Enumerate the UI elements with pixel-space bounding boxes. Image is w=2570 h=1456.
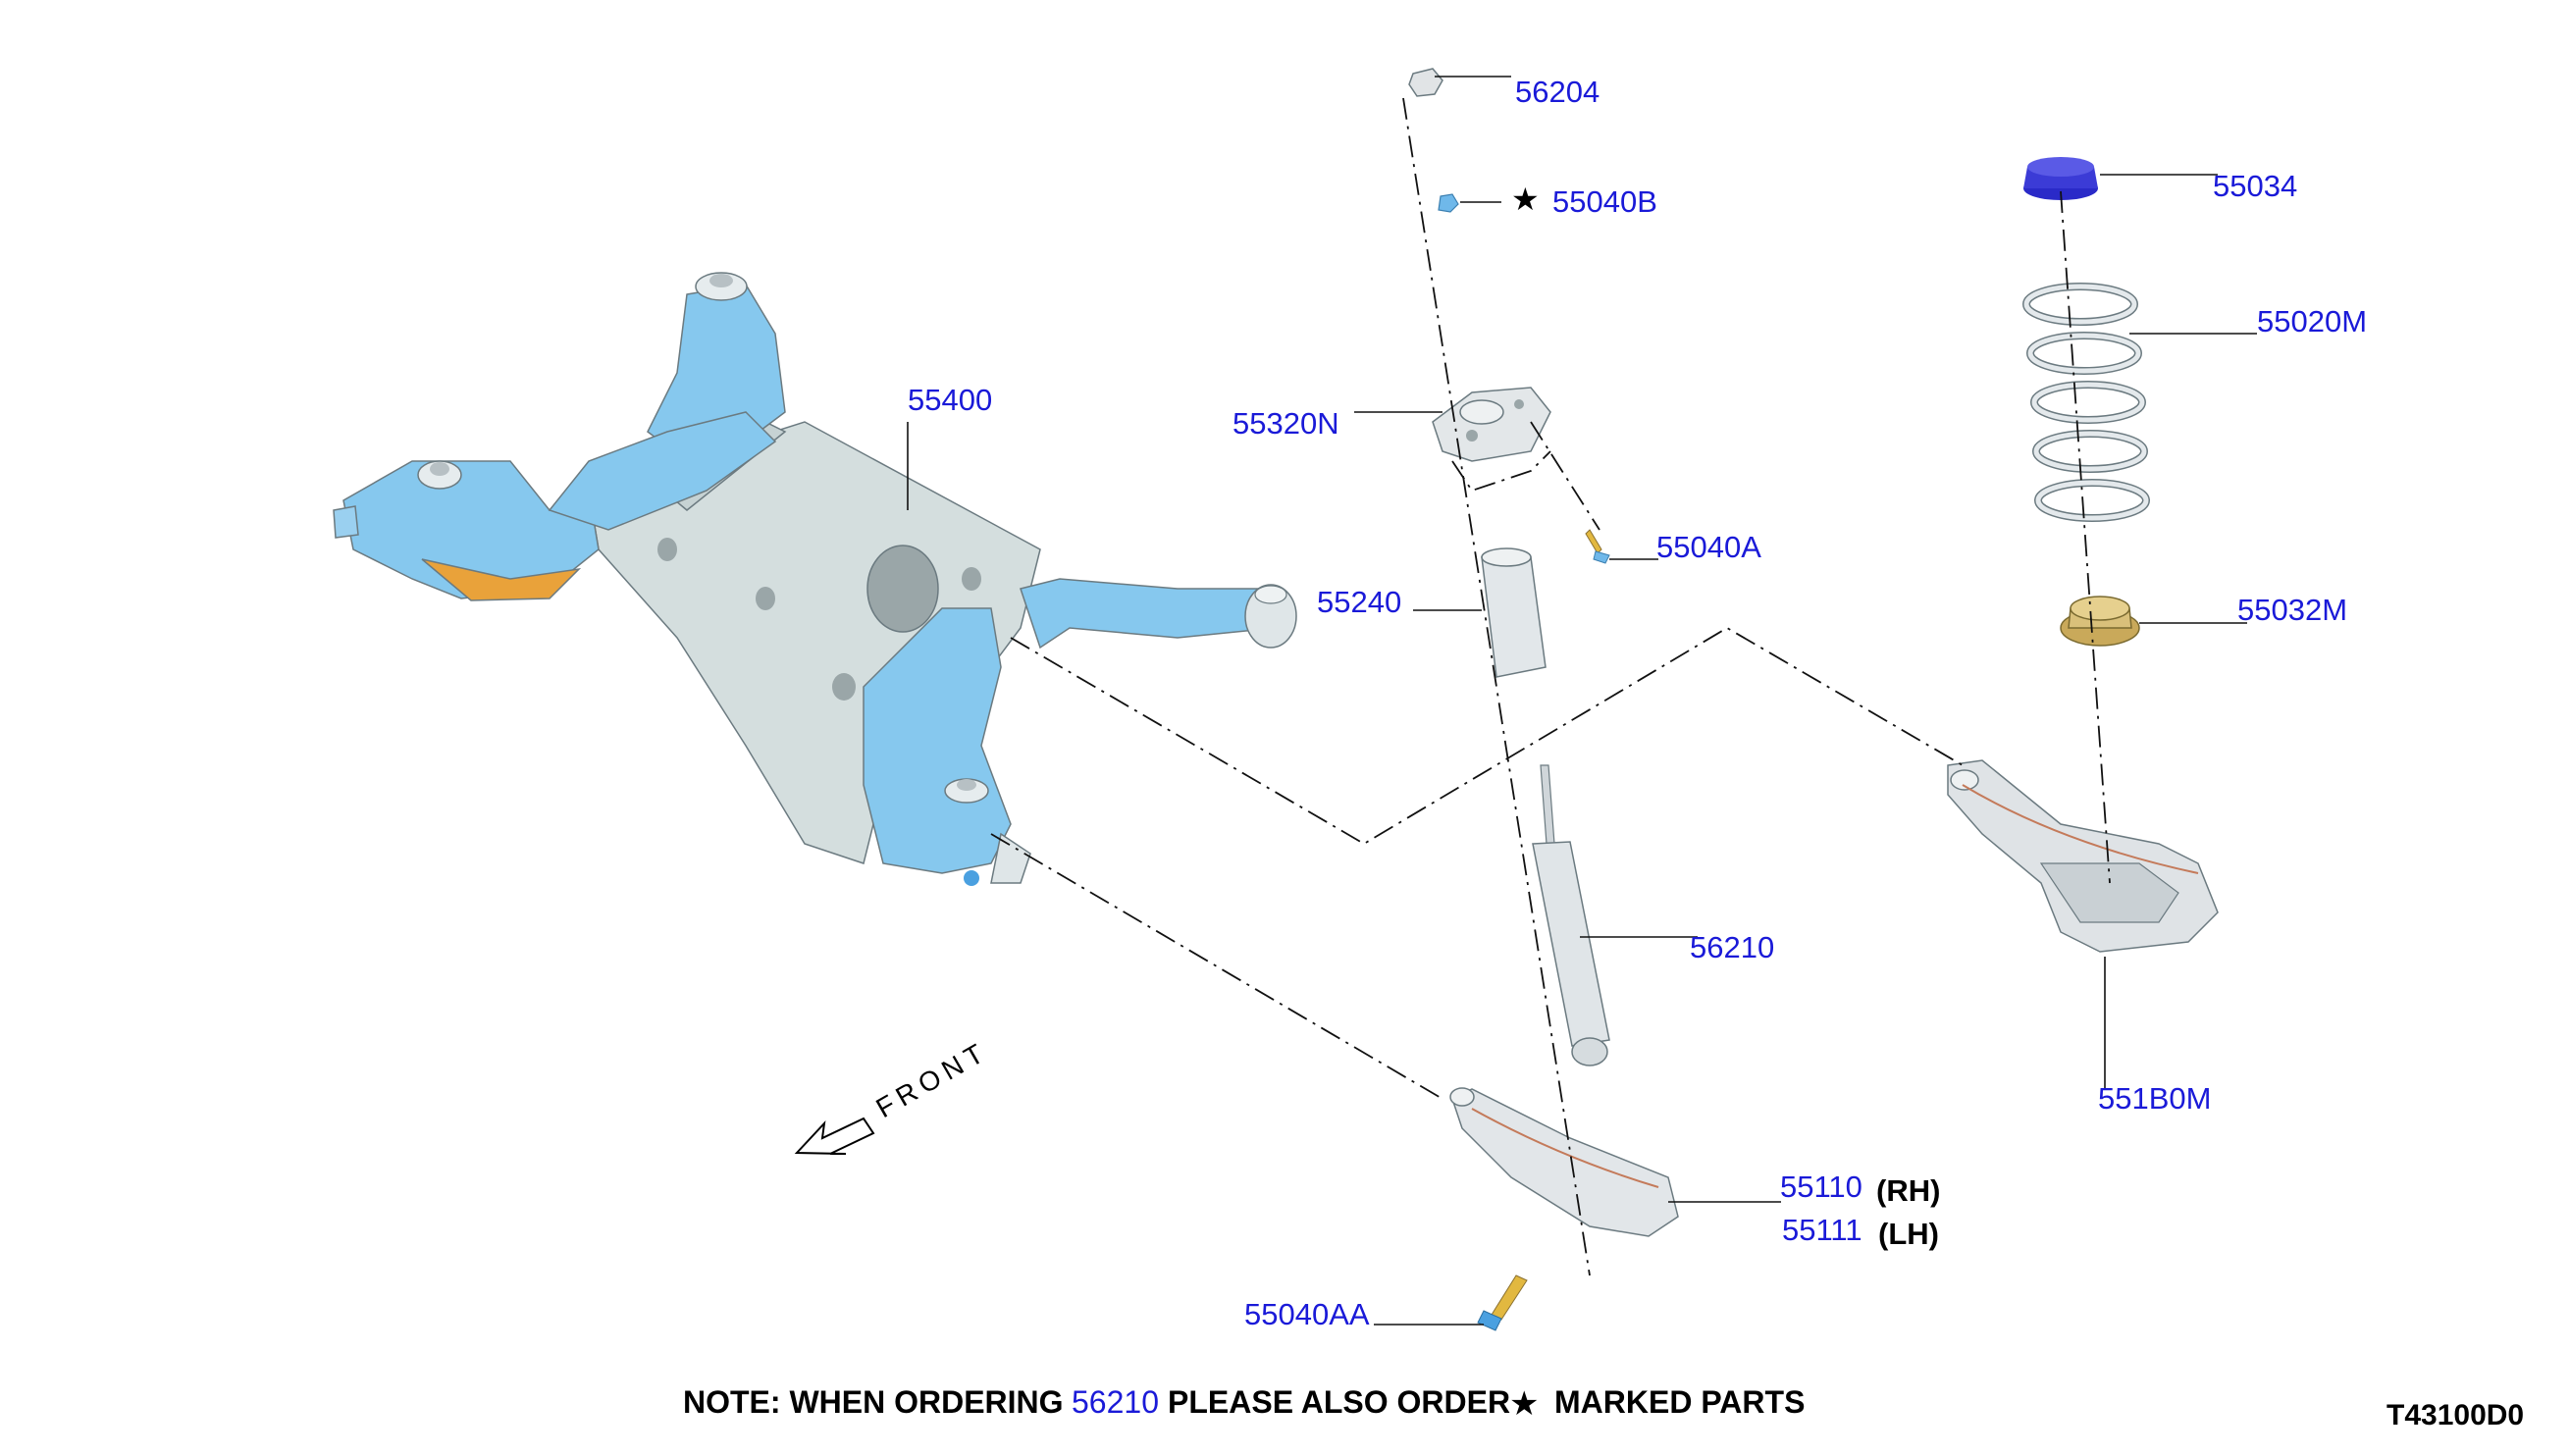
lateral-link-55110[interactable] <box>1449 1087 1679 1237</box>
spring-seat-55032M[interactable] <box>2060 596 2140 647</box>
coil-spring-55020M-face <box>2023 284 2149 521</box>
mounting-insulator-55320N[interactable] <box>1432 387 1551 462</box>
bolt-55040AA[interactable] <box>1477 1274 1528 1331</box>
drawing-code: T43100D0 <box>2386 1399 2524 1431</box>
label-56210[interactable]: 56210 <box>1690 930 1774 964</box>
label-551B0M[interactable]: 551B0M <box>2098 1081 2211 1116</box>
note-middle: PLEASE ALSO ORDER <box>1168 1384 1510 1420</box>
front-direction-indicator: FRONT <box>794 1035 994 1155</box>
label-55032M[interactable]: 55032M <box>2237 593 2347 627</box>
star-icon-55040B: ★ <box>1511 181 1540 218</box>
nut-56204[interactable] <box>1408 68 1443 97</box>
shock-absorber-56210[interactable] <box>1532 764 1610 1066</box>
label-55020M[interactable]: 55020M <box>2257 304 2367 338</box>
lower-arm-551B0M[interactable] <box>1947 759 2219 953</box>
label-55040A[interactable]: 55040A <box>1656 530 1761 564</box>
label-55040B[interactable]: 55040B <box>1552 184 1657 219</box>
label-55320N[interactable]: 55320N <box>1233 406 1339 441</box>
dust-boot-55240[interactable] <box>1481 547 1547 678</box>
label-55110[interactable]: 55110 <box>1780 1170 1862 1204</box>
note-suffix: MARKED PARTS <box>1554 1384 1805 1420</box>
label-lh: (LH) <box>1878 1217 1939 1251</box>
leader-lines <box>907 76 2257 1326</box>
bump-stop-55034[interactable] <box>2023 157 2098 200</box>
part-labels: 56204 ★ 55040B 55034 55020M 55400 55320N… <box>908 75 2367 1331</box>
label-56204[interactable]: 56204 <box>1515 75 1600 109</box>
label-rh: (RH) <box>1876 1173 1940 1208</box>
label-55111[interactable]: 55111 <box>1782 1213 1862 1247</box>
label-55400[interactable]: 55400 <box>908 383 992 417</box>
label-55040AA[interactable]: 55040AA <box>1244 1297 1370 1331</box>
order-note: NOTE: WHEN ORDERING 56210 PLEASE ALSO OR… <box>683 1384 1805 1424</box>
front-label: FRONT <box>871 1035 994 1123</box>
arrow-icon-front <box>794 1117 875 1155</box>
note-part[interactable]: 56210 <box>1072 1384 1159 1420</box>
rear-subframe[interactable] <box>333 272 1297 886</box>
bolt-55040A[interactable] <box>1585 529 1610 564</box>
label-55034[interactable]: 55034 <box>2213 169 2297 203</box>
label-55240[interactable]: 55240 <box>1317 585 1401 619</box>
star-icon-note: ★ <box>1509 1384 1539 1424</box>
alignment-lines <box>990 97 2111 1276</box>
nut-55040B[interactable] <box>1438 193 1459 213</box>
note-prefix: NOTE: WHEN ORDERING <box>683 1384 1064 1420</box>
